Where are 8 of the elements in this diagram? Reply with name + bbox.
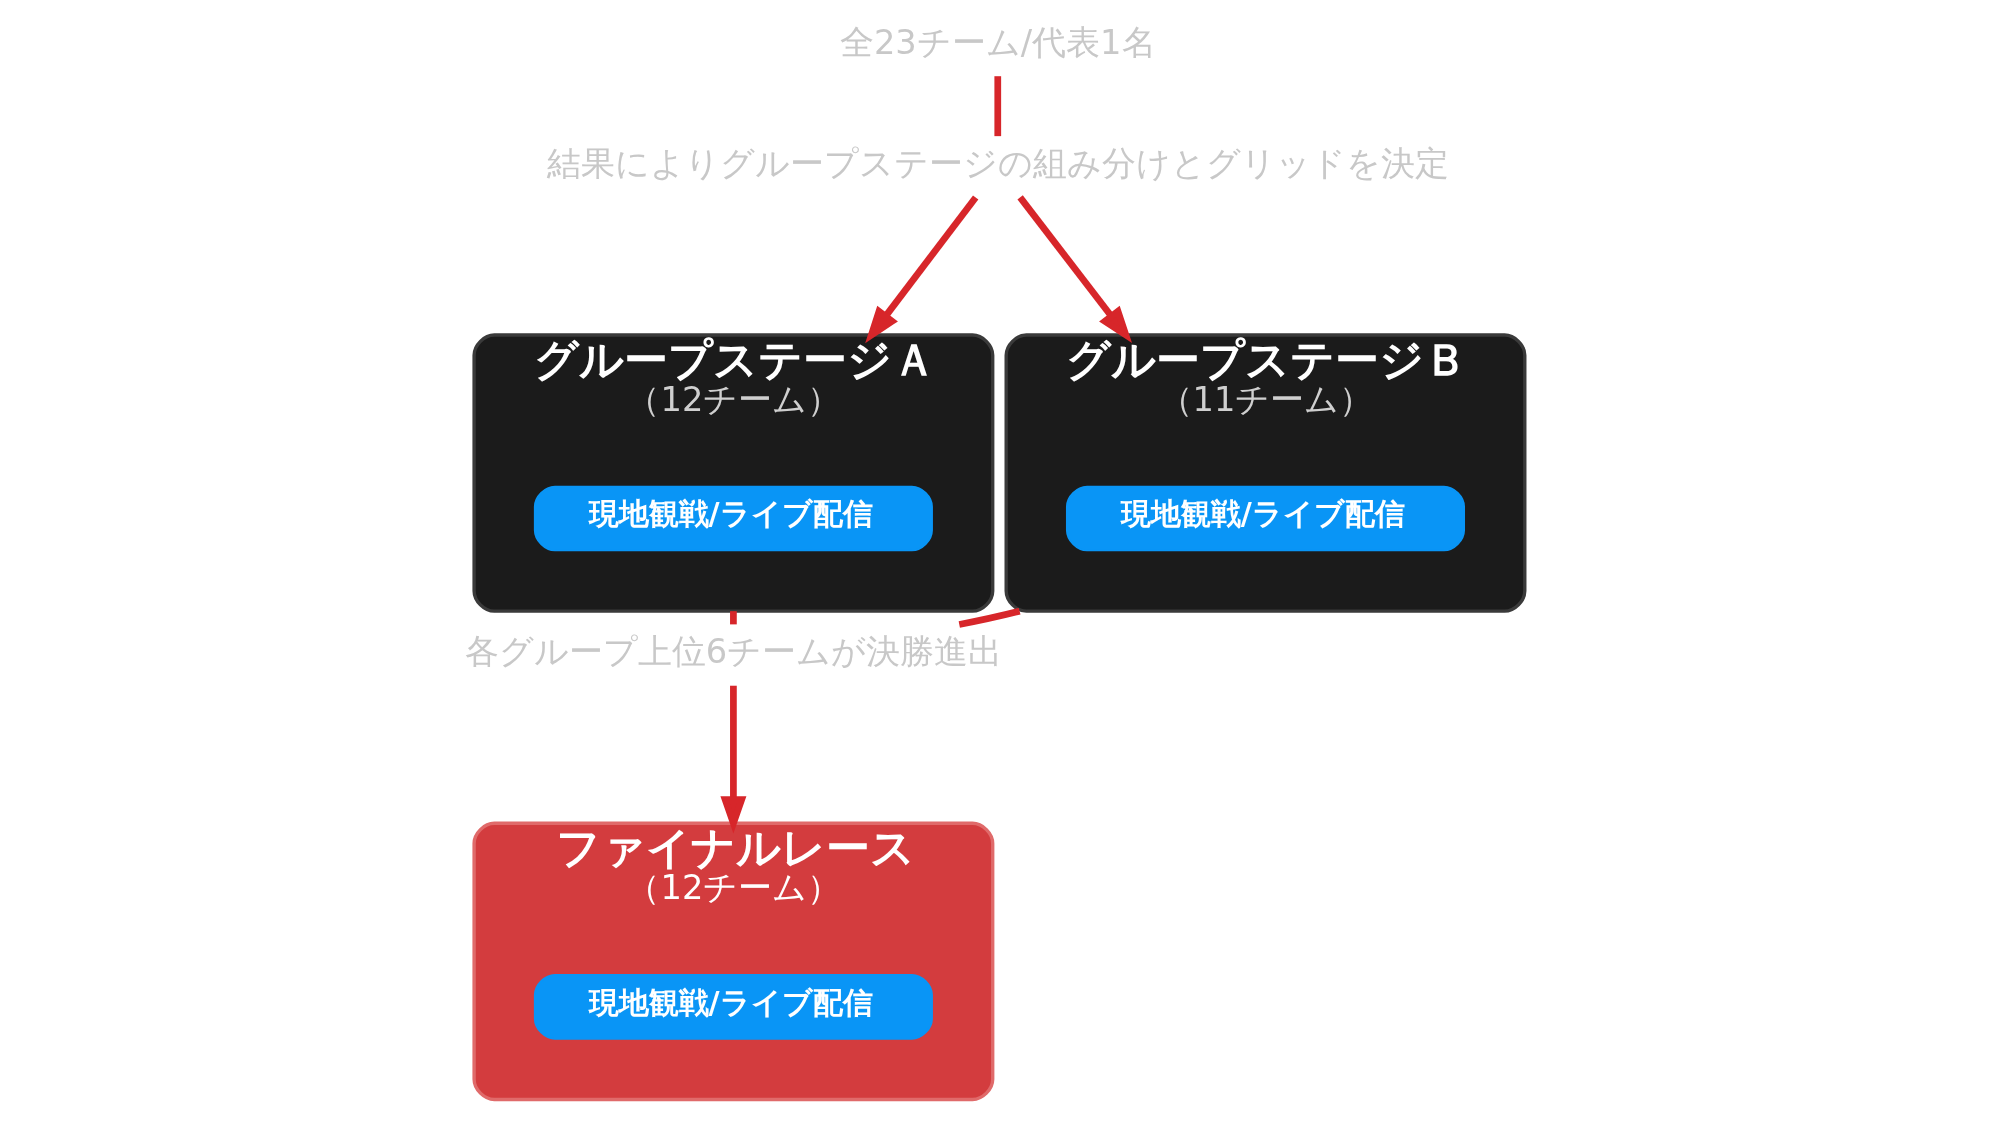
node-box: 現地観戦/ライブ配信 <box>1065 485 1465 552</box>
node-box: 現地観戦/ライブ配信 <box>533 485 933 552</box>
node-box: 現地観戦/ライブ配信 <box>533 974 933 1040</box>
arrow <box>1016 195 1132 344</box>
arrow <box>719 685 746 834</box>
arrow <box>864 195 978 344</box>
connector <box>958 607 1020 628</box>
connector <box>729 611 737 625</box>
